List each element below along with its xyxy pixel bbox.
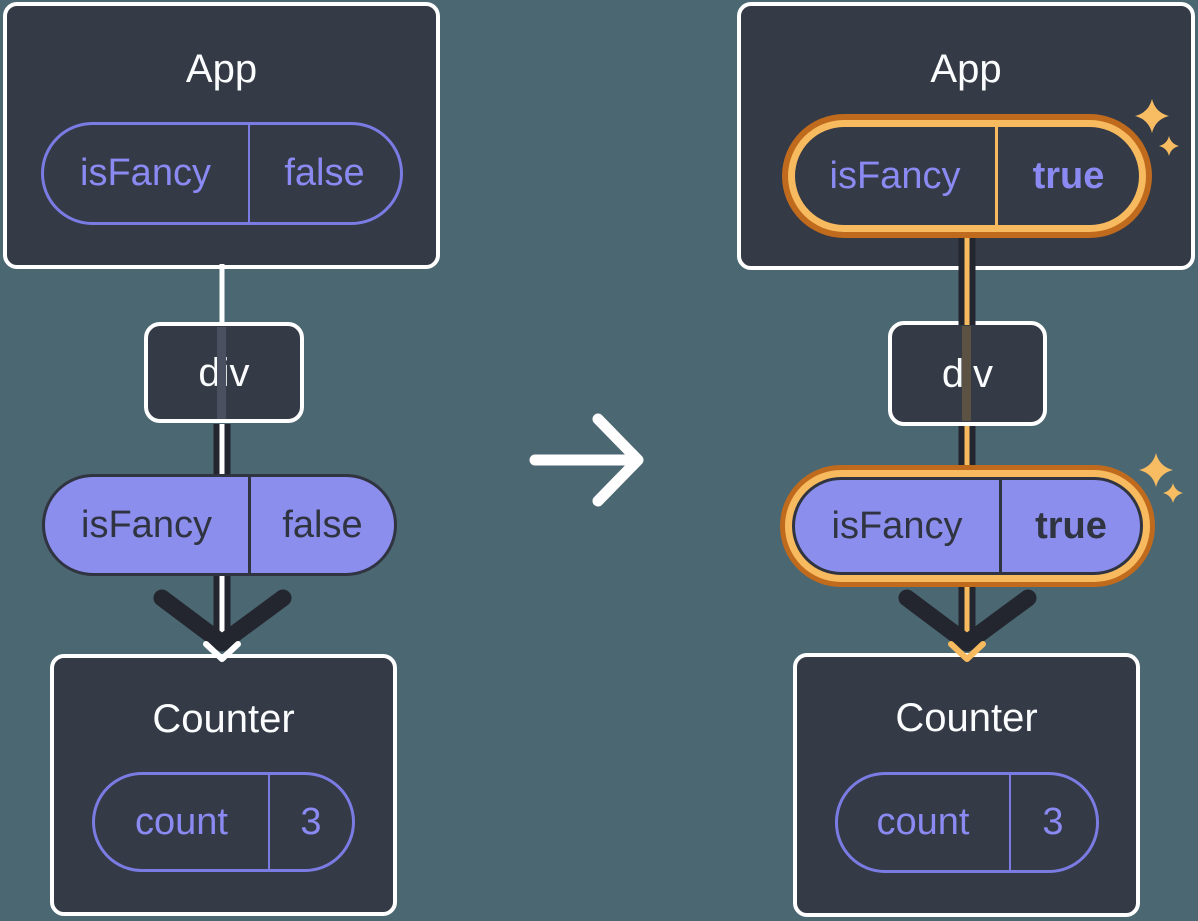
- component-title: Counter: [895, 696, 1038, 740]
- passed-prop-pill: isFancy false: [42, 474, 397, 576]
- prop-name: isFancy: [81, 503, 212, 546]
- pill-divider: [247, 125, 250, 222]
- prop-name: isFancy: [829, 154, 961, 197]
- arrowhead: [153, 589, 292, 652]
- prop-name: isFancy: [80, 152, 211, 194]
- prop-value: false: [282, 503, 363, 546]
- pill-divider: [1008, 775, 1011, 870]
- line-through-div: [217, 327, 226, 419]
- component-title: App: [185, 47, 258, 91]
- state-name: count: [876, 801, 970, 843]
- state-name: count: [135, 800, 228, 843]
- sparkle-icon: [1139, 453, 1173, 487]
- arrowhead: [898, 589, 1037, 652]
- pill-divider: [268, 775, 270, 869]
- app-box-left: App isFancy false: [3, 2, 440, 269]
- prop-value: true: [1032, 154, 1105, 197]
- state-pill-outline: count 3: [92, 772, 355, 872]
- component-title: Counter: [152, 697, 295, 741]
- pill-divider: [248, 477, 251, 573]
- state-pill-outline: count 3: [834, 772, 1099, 873]
- prop-value: false: [284, 152, 365, 194]
- counter-box-left: Counter count 3: [50, 654, 397, 916]
- highlighted-passed-prop-pill: isFancy true: [780, 465, 1155, 587]
- state-value: 3: [1042, 801, 1064, 843]
- state-value: 3: [300, 800, 322, 843]
- prop-pill-outline: isFancy false: [40, 122, 403, 225]
- line-through-div: [962, 326, 971, 421]
- pill-divider: [999, 480, 1002, 572]
- highlighted-prop-pill: isFancy true: [782, 114, 1152, 238]
- prop-value: true: [1035, 504, 1107, 547]
- sparkle-icon: [1163, 483, 1183, 503]
- pill-divider: [995, 127, 998, 225]
- counter-box-right: Counter count 3: [793, 653, 1140, 917]
- prop-name: isFancy: [831, 504, 963, 547]
- component-title: App: [930, 47, 1002, 91]
- transition-arrow-head-icon: [592, 413, 644, 507]
